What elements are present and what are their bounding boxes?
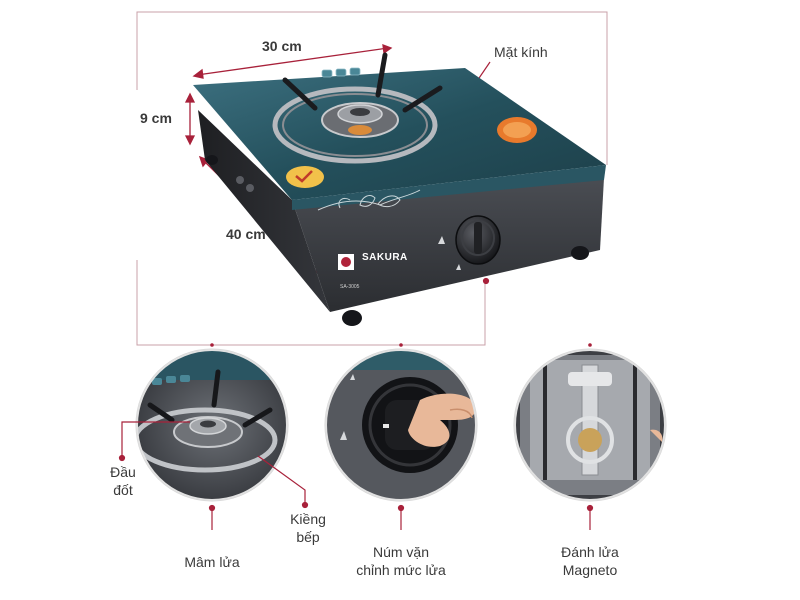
- burner-head-label-line1: Đầu: [110, 464, 136, 480]
- quality-badge-icon: [497, 117, 537, 143]
- pan-support-label-line2: bếp: [296, 529, 320, 545]
- width-dimension-label: 30 cm: [262, 38, 302, 54]
- top-indicator-icons: [321, 67, 361, 78]
- glass-front-strip: [292, 165, 606, 210]
- stove-front-panel: [292, 178, 604, 312]
- brand-name: SAKURA: [362, 252, 408, 263]
- burner-tray-label: Mâm lửa: [184, 554, 240, 570]
- gas-stove: [193, 52, 606, 326]
- height-dimension-label: 9 cm: [140, 110, 172, 126]
- detail-circle-knob: [324, 348, 478, 502]
- burner-head-label: Đầu đốt: [106, 463, 140, 499]
- burner-head-label-line2: đốt: [113, 482, 133, 498]
- glass-top-label: Mặt kính: [494, 44, 548, 60]
- detail-circle-ignition: [513, 348, 667, 502]
- detail-circle-burner: [135, 348, 289, 502]
- stove-side-panel: [198, 110, 330, 312]
- stove-feet: [206, 155, 589, 326]
- knob-callout-line: [482, 277, 490, 285]
- ignition-label-line2: Magneto: [562, 562, 618, 578]
- pan-support-label: Kiềng bếp: [286, 510, 330, 546]
- floral-decoration-icon: [317, 189, 421, 211]
- control-knob: [455, 215, 501, 265]
- circle-markers: [210, 343, 592, 347]
- pan-support-ring: [272, 86, 438, 164]
- warranty-sticker-icon: [286, 166, 324, 188]
- ignition-label: Đánh lửa Magneto: [530, 543, 650, 579]
- dimension-guides: [136, 11, 608, 346]
- burner-head: [321, 102, 399, 138]
- brand-logo-icon: [338, 254, 354, 270]
- knob-label-line2: chỉnh mức lửa: [356, 562, 446, 578]
- model-number: SA-3005: [340, 284, 360, 290]
- pan-support-arms: [282, 52, 443, 113]
- gas-inlet-icon: [236, 176, 254, 192]
- detail-callout-lines: [118, 421, 594, 530]
- flame-icon: [438, 236, 461, 270]
- ignition-label-line1: Đánh lửa: [561, 544, 619, 560]
- knob-label: Núm vặn chỉnh mức lửa: [331, 543, 471, 579]
- pan-support-label-line1: Kiềng: [290, 511, 326, 527]
- depth-dimension-label: 40 cm: [226, 226, 266, 242]
- knob-label-line1: Núm vặn: [372, 544, 430, 560]
